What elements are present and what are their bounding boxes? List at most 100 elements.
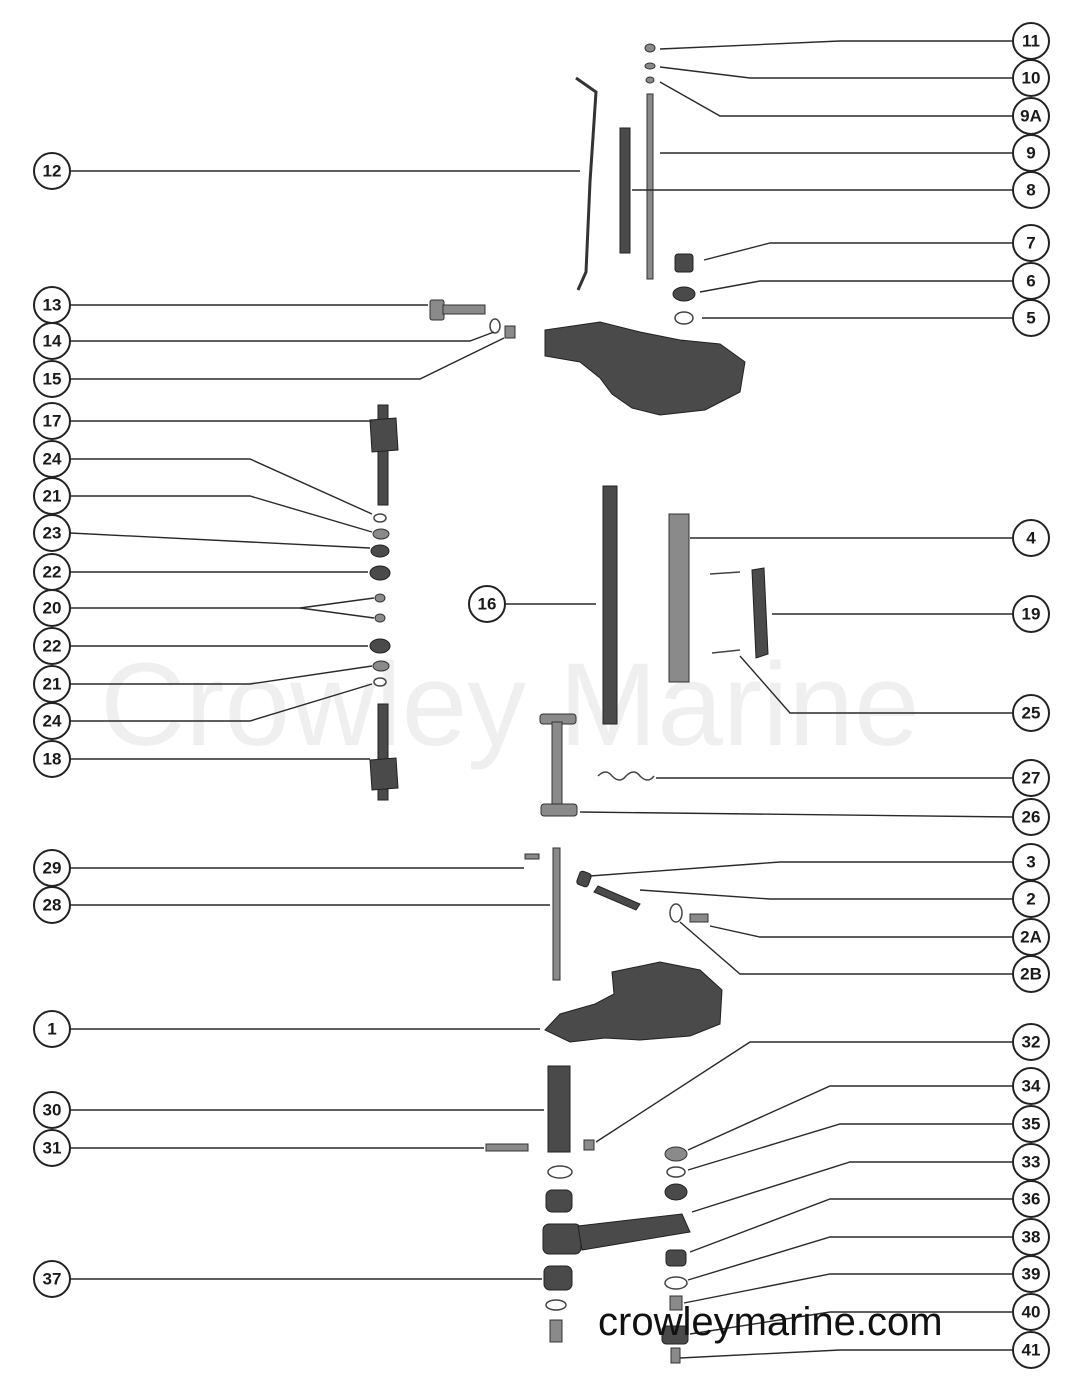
part-3 bbox=[576, 870, 592, 888]
leader-lines bbox=[69, 40, 1013, 1359]
part-41 bbox=[670, 1347, 681, 1364]
part-nut-11 bbox=[644, 43, 656, 53]
part-20-upper bbox=[374, 593, 386, 603]
callout-13: 13 bbox=[33, 286, 71, 324]
svg-text:17: 17 bbox=[43, 412, 62, 431]
callout-40: 40 bbox=[1012, 1293, 1050, 1331]
part-21-upper bbox=[372, 528, 390, 540]
part-34 bbox=[664, 1146, 688, 1162]
svg-text:28: 28 bbox=[43, 896, 62, 915]
part-pin-29 bbox=[524, 853, 540, 860]
part-35 bbox=[666, 1166, 686, 1178]
svg-text:37: 37 bbox=[43, 1270, 62, 1289]
svg-text:9: 9 bbox=[1026, 144, 1035, 163]
svg-text:4: 4 bbox=[1026, 529, 1036, 548]
part-lower-bracket-1 bbox=[544, 961, 723, 1043]
callout-2: 2 bbox=[1012, 880, 1050, 918]
svg-text:21: 21 bbox=[43, 675, 62, 694]
svg-text:2: 2 bbox=[1026, 890, 1035, 909]
svg-text:24: 24 bbox=[43, 712, 62, 731]
part-washer-5 bbox=[674, 311, 694, 325]
callout-41: 41 bbox=[1012, 1331, 1050, 1369]
svg-text:36: 36 bbox=[1022, 1190, 1041, 1209]
callout-28: 28 bbox=[33, 886, 71, 924]
svg-text:35: 35 bbox=[1022, 1115, 1041, 1134]
part-pin-25b bbox=[711, 649, 741, 654]
part-bolt-head-13 bbox=[429, 299, 445, 321]
svg-text:22: 22 bbox=[43, 563, 62, 582]
part-36 bbox=[665, 1249, 687, 1267]
callout-25: 25 bbox=[1012, 694, 1050, 732]
part-handle-shaft-26 bbox=[551, 721, 563, 813]
callout-31: 31 bbox=[33, 1129, 71, 1167]
part-nut-15 bbox=[504, 325, 516, 339]
part-bolt-2a bbox=[689, 913, 709, 923]
callout-2a: 2A bbox=[1012, 918, 1050, 956]
part-21-lower bbox=[372, 660, 390, 672]
part-link-17 bbox=[377, 404, 389, 506]
svg-text:22: 22 bbox=[43, 637, 62, 656]
part-link-18-head bbox=[369, 757, 399, 791]
part-22-lower bbox=[369, 638, 391, 654]
svg-text:6: 6 bbox=[1026, 272, 1035, 291]
callouts: 11 10 9A 9 8 7 6 5 12 13 14 15 17 24 21 … bbox=[33, 22, 1050, 1369]
part-rod-9 bbox=[646, 93, 654, 280]
part-washer-9a bbox=[645, 76, 655, 84]
callout-30: 30 bbox=[33, 1091, 71, 1129]
callout-33: 33 bbox=[1012, 1143, 1050, 1181]
svg-text:19: 19 bbox=[1022, 605, 1041, 624]
svg-text:38: 38 bbox=[1022, 1228, 1041, 1247]
part-bushing bbox=[545, 1189, 573, 1213]
svg-text:15: 15 bbox=[43, 370, 62, 389]
svg-text:41: 41 bbox=[1022, 1341, 1041, 1360]
svg-text:20: 20 bbox=[43, 599, 62, 618]
callout-23: 23 bbox=[33, 514, 71, 552]
callout-3: 3 bbox=[1012, 843, 1050, 881]
part-tube-30 bbox=[547, 1065, 571, 1153]
callout-10: 10 bbox=[1012, 59, 1050, 97]
callout-24-upper: 24 bbox=[33, 440, 71, 478]
svg-text:23: 23 bbox=[43, 524, 62, 543]
svg-text:18: 18 bbox=[43, 750, 62, 769]
callout-24-lower: 24 bbox=[33, 702, 71, 740]
part-handle-bottom-26 bbox=[540, 803, 578, 817]
part-shaft-16 bbox=[602, 485, 618, 725]
svg-text:7: 7 bbox=[1026, 234, 1035, 253]
callout-34: 34 bbox=[1012, 1067, 1050, 1105]
svg-text:12: 12 bbox=[43, 162, 62, 181]
part-sleeve-8 bbox=[619, 127, 631, 254]
part-washer-2b bbox=[669, 903, 683, 923]
svg-text:14: 14 bbox=[43, 332, 62, 351]
svg-text:30: 30 bbox=[43, 1101, 62, 1120]
svg-text:26: 26 bbox=[1022, 808, 1041, 827]
svg-text:25: 25 bbox=[1022, 704, 1041, 723]
callout-16: 16 bbox=[468, 585, 506, 623]
part-6 bbox=[672, 286, 696, 302]
callout-9a: 9A bbox=[1012, 97, 1050, 135]
callout-39: 39 bbox=[1012, 1255, 1050, 1293]
svg-text:5: 5 bbox=[1026, 309, 1035, 328]
part-nut-7 bbox=[674, 253, 694, 273]
callout-2b: 2B bbox=[1012, 955, 1050, 993]
part-arm-33-eye bbox=[542, 1223, 582, 1255]
part-20-lower bbox=[374, 613, 386, 623]
svg-text:3: 3 bbox=[1026, 853, 1035, 872]
callout-18: 18 bbox=[33, 740, 71, 778]
part-link-17-head bbox=[369, 417, 399, 453]
svg-text:13: 13 bbox=[43, 296, 62, 315]
callout-20: 20 bbox=[33, 589, 71, 627]
part-spring-2 bbox=[593, 885, 641, 911]
callout-22-upper: 22 bbox=[33, 553, 71, 591]
callout-15: 15 bbox=[33, 360, 71, 398]
svg-text:10: 10 bbox=[1022, 69, 1041, 88]
part-washer-10 bbox=[644, 62, 656, 70]
part-washer-37 bbox=[545, 1299, 567, 1311]
svg-text:39: 39 bbox=[1022, 1265, 1041, 1284]
part-bolt-31 bbox=[485, 1143, 529, 1152]
part-33-cap bbox=[664, 1183, 688, 1201]
watermark: Crowley Marine bbox=[100, 639, 920, 771]
part-24-upper bbox=[373, 513, 387, 523]
part-arm-33 bbox=[577, 1213, 691, 1251]
callout-36: 36 bbox=[1012, 1180, 1050, 1218]
callout-12: 12 bbox=[33, 152, 71, 190]
